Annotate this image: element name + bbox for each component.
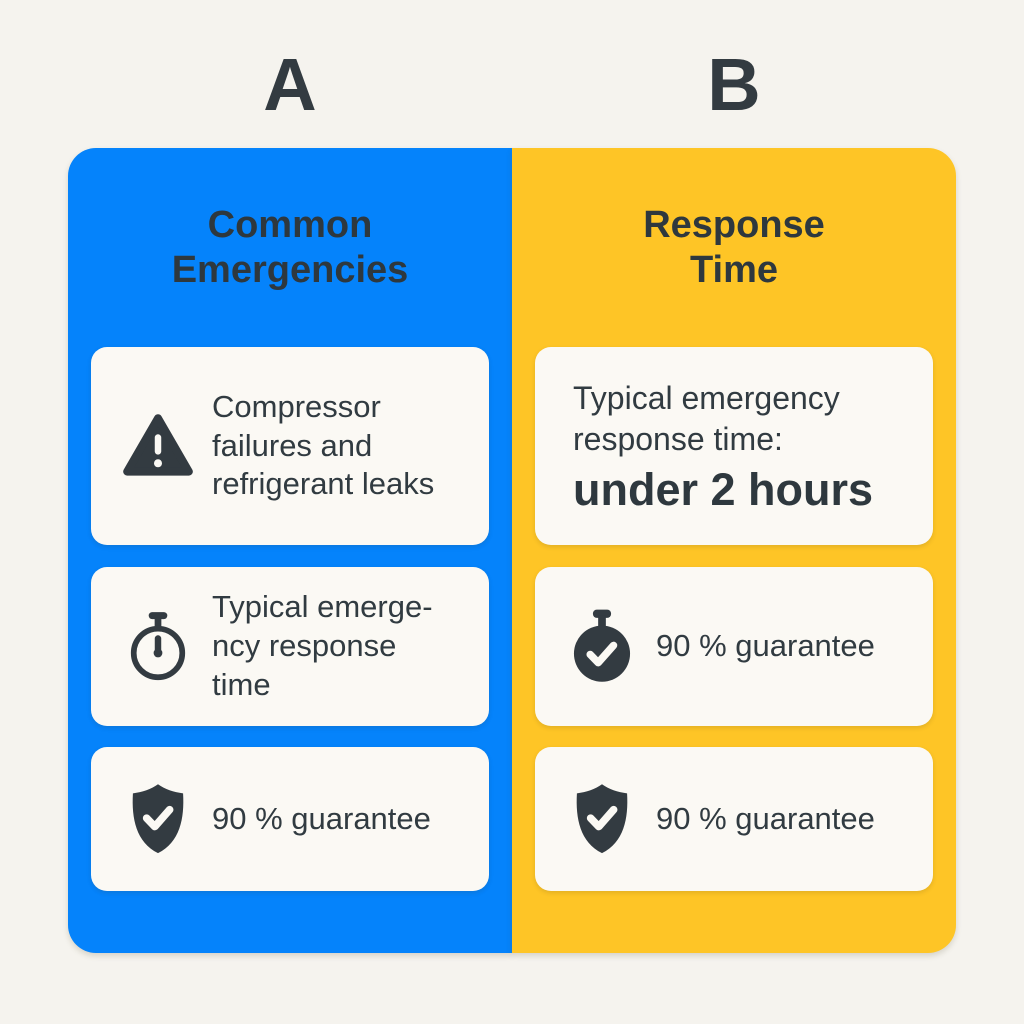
column-headings: A B bbox=[68, 46, 956, 124]
column-a-heading: A bbox=[263, 43, 317, 126]
card-text: Typical emergency response time: bbox=[573, 379, 840, 457]
column-b-heading: B bbox=[707, 43, 761, 126]
panel-common-emergencies: Common Emergencies Compressor failures a… bbox=[68, 148, 512, 953]
card-guarantee-a: 90 % guarantee bbox=[91, 747, 489, 891]
card-guarantee-b2: 90 % guarantee bbox=[535, 747, 933, 891]
warning-triangle-icon bbox=[119, 412, 197, 480]
panel-response-time: Response Time Typical emergency response… bbox=[512, 148, 956, 953]
panel-a-title: Common Emergencies bbox=[171, 204, 409, 291]
card-text: 90 % guarantee bbox=[212, 800, 431, 836]
shield-check-icon bbox=[119, 781, 197, 857]
card-text: Compressor failures and refrigerant leak… bbox=[212, 388, 435, 502]
card-text: 90 % guarantee bbox=[656, 628, 875, 664]
stopwatch-check-icon bbox=[563, 608, 641, 685]
shield-check-icon bbox=[563, 781, 641, 857]
card-text: Typical emerge- ncy response time bbox=[212, 589, 433, 702]
stopwatch-icon bbox=[119, 610, 197, 683]
card-guarantee-b1: 90 % guarantee bbox=[535, 567, 933, 726]
panels: Common Emergencies Compressor failures a… bbox=[68, 148, 956, 953]
card-typical-response-time: Typical emerge- ncy response time bbox=[91, 567, 489, 726]
card-highlight-text: under 2 hours bbox=[573, 463, 874, 515]
panel-b-title: Response Time bbox=[643, 204, 825, 291]
card-under-2-hours: Typical emergency response time: under 2… bbox=[535, 347, 933, 545]
card-compressor-failures: Compressor failures and refrigerant leak… bbox=[91, 347, 489, 545]
card-text: 90 % guarantee bbox=[656, 800, 875, 836]
